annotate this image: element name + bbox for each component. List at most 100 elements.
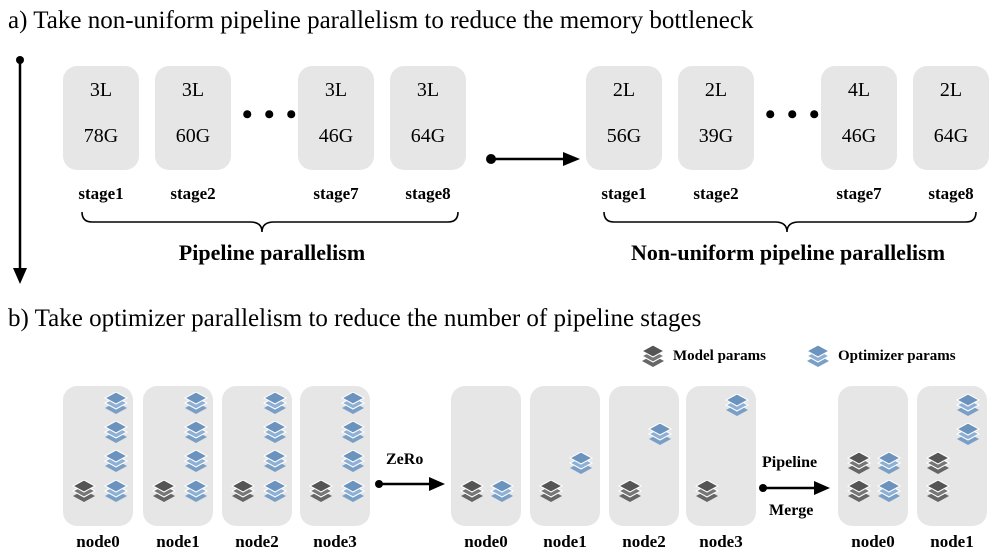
stage-memory: 56G — [606, 125, 642, 147]
model-params-icon — [538, 480, 564, 502]
model-params-icon — [694, 480, 720, 502]
optimizer-params-icon — [183, 480, 209, 502]
optimizer-params-icon — [103, 450, 129, 472]
merge-arrow-label-top: Pipeline — [762, 454, 818, 471]
merge-arrow-head — [814, 481, 830, 495]
group1-node0-label: node0 — [76, 532, 120, 551]
right-ellipsis: • • • — [765, 98, 822, 131]
section-a-title: a) Take non-uniform pipeline parallelism… — [8, 7, 754, 34]
stage-layers: 3L — [181, 79, 205, 101]
optimizer-params-icon — [340, 421, 366, 443]
optimizer-params-icon — [340, 480, 366, 502]
merge-arrow-label-bottom: Merge — [769, 502, 814, 519]
stage-layers: 3L — [324, 79, 348, 101]
stage-layers: 3L — [89, 79, 113, 101]
optimizer-params-icon — [647, 423, 673, 445]
group2-node2-box — [609, 386, 679, 526]
stage-layers: 2L — [612, 79, 636, 101]
stage-memory: 46G — [841, 125, 877, 147]
group3-node0-label: node0 — [851, 532, 895, 551]
pipeline-transform-arrow-head — [563, 152, 580, 166]
group2-node0-label: node0 — [464, 532, 508, 551]
optimizer-params-icon — [568, 452, 594, 474]
stage-memory: 60G — [175, 125, 211, 147]
model-params-icon — [925, 480, 951, 502]
right-stage1-label: stage1 — [601, 184, 647, 203]
pipeline-brace — [81, 211, 459, 233]
optimizer-params-icon — [262, 450, 288, 472]
non-uniform-brace — [603, 211, 977, 233]
legend-model-params-label: Model params — [673, 348, 766, 364]
right-stage1-box: 2L 56G — [586, 66, 662, 170]
right-stage2-label: stage2 — [693, 184, 739, 203]
group1-node2-label: node2 — [235, 532, 279, 551]
optimizer-params-icon — [340, 392, 366, 414]
left-stage8-label: stage8 — [405, 184, 451, 203]
left-stage7-box: 3L 46G — [298, 66, 374, 170]
group1-node3-label: node3 — [313, 532, 357, 551]
model-params-icon — [230, 480, 256, 502]
stage-memory: 64G — [410, 125, 446, 147]
optimizer-params-icon — [183, 450, 209, 472]
optimizer-params-icon — [724, 394, 750, 416]
left-ellipsis: • • • — [242, 98, 299, 131]
left-stage2-label: stage2 — [170, 184, 216, 203]
right-stage2-box: 2L 39G — [678, 66, 754, 170]
right-stage8-box: 2L 64G — [913, 66, 989, 170]
group2-node3-label: node3 — [699, 532, 743, 551]
legend-optimizer-params-label: Optimizer params — [838, 348, 956, 364]
legend-optimizer-params-icon — [805, 345, 831, 367]
section-b-title: b) Take optimizer parallelism to reduce … — [8, 305, 702, 332]
vertical-arrow-head — [13, 268, 27, 284]
optimizer-params-icon — [103, 392, 129, 414]
group2-node0-box — [451, 386, 521, 526]
group3-node1-label: node1 — [930, 532, 974, 551]
model-params-icon — [846, 480, 872, 502]
group2-node2-label: node2 — [622, 532, 666, 551]
left-stage1-label: stage1 — [78, 184, 124, 203]
zero-arrow-label: ZeRo — [386, 451, 424, 468]
model-params-icon — [459, 480, 485, 502]
left-stage7-label: stage7 — [313, 184, 359, 203]
optimizer-params-icon — [103, 421, 129, 443]
optimizer-params-icon — [876, 480, 902, 502]
non-uniform-pipeline-caption: Non-uniform pipeline parallelism — [630, 240, 946, 265]
optimizer-params-icon — [489, 480, 515, 502]
zero-arrow-head — [429, 477, 445, 491]
right-stage8-label: stage8 — [928, 184, 974, 203]
stage-memory: 46G — [318, 125, 354, 147]
stage-layers: 4L — [847, 79, 871, 101]
left-stage8-box: 3L 64G — [390, 66, 466, 170]
optimizer-params-icon — [340, 450, 366, 472]
optimizer-params-icon — [262, 480, 288, 502]
stage-memory: 64G — [933, 125, 969, 147]
right-stage7-label: stage7 — [836, 184, 882, 203]
left-stage1-box: 3L 78G — [63, 66, 139, 170]
optimizer-params-icon — [955, 394, 981, 416]
left-stage2-box: 3L 60G — [155, 66, 231, 170]
stage-layers: 2L — [704, 79, 728, 101]
group2-node1-label: node1 — [543, 532, 587, 551]
optimizer-params-icon — [183, 421, 209, 443]
model-params-icon — [151, 480, 177, 502]
optimizer-params-icon — [103, 480, 129, 502]
right-stage7-box: 4L 46G — [821, 66, 897, 170]
stage-layers: 3L — [416, 79, 440, 101]
stage-memory: 39G — [698, 125, 734, 147]
optimizer-params-icon — [876, 452, 902, 474]
optimizer-params-icon — [262, 392, 288, 414]
group1-node1-label: node1 — [156, 532, 200, 551]
stage-memory: 78G — [83, 125, 119, 147]
optimizer-params-icon — [183, 392, 209, 414]
model-params-icon — [925, 452, 951, 474]
model-params-icon — [308, 480, 334, 502]
stage-layers: 2L — [939, 79, 963, 101]
model-params-icon — [617, 480, 643, 502]
optimizer-params-icon — [262, 421, 288, 443]
model-params-icon — [71, 480, 97, 502]
legend-model-params-icon — [640, 345, 666, 367]
optimizer-params-icon — [955, 423, 981, 445]
pipeline-parallelism-caption: Pipeline parallelism — [178, 240, 366, 265]
model-params-icon — [846, 452, 872, 474]
